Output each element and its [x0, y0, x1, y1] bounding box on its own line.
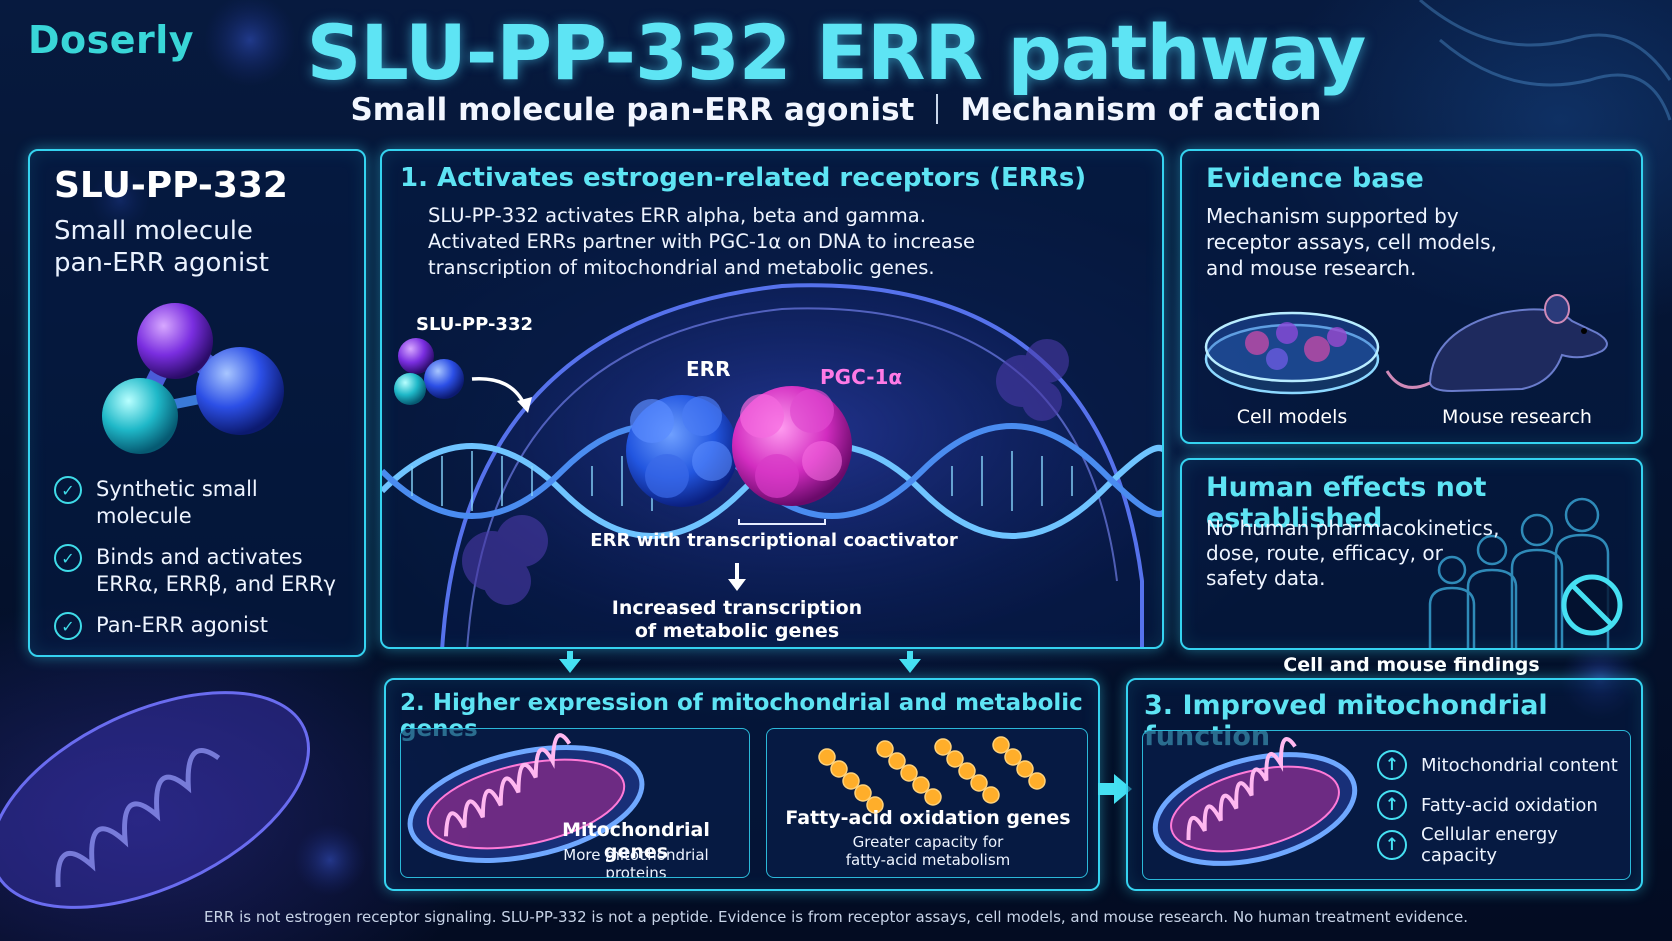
page-subtitle: Small molecule pan-ERR agonist Mechanism … — [0, 92, 1672, 128]
prohibited-icon — [1561, 574, 1623, 636]
feature-text: Pan-ERR agonist — [96, 613, 268, 637]
pgc1a-protein — [732, 386, 852, 506]
compound-desc-line1: Small molecule — [54, 216, 253, 246]
fatty-acid-chain-icon — [818, 736, 1046, 814]
footer-disclaimer: ERR is not estrogen receptor signaling. … — [204, 908, 1468, 926]
pgc1a-label: PGC-1α — [820, 365, 903, 389]
fa-sub-line1: Greater capacity for — [852, 833, 1004, 851]
feature-text: Synthetic small molecule — [96, 477, 258, 528]
complex-label: ERR with transcriptional coactivator — [590, 530, 958, 551]
evidence-illustrations — [1204, 294, 1608, 395]
evidence-panel: Evidence base Mechanism supported by rec… — [1180, 149, 1643, 444]
connector-arrow-stem — [567, 651, 573, 659]
mito-function-card: ↑ Mitochondrial content ↑ Fatty-acid oxida… — [1142, 730, 1631, 880]
feature-text: Binds and activates — [96, 545, 303, 569]
bg-mitochondrion — [0, 691, 310, 909]
step1-text-line3: transcription of mitochondrial and metab… — [428, 256, 935, 279]
compound-description: Small molecule pan-ERR agonist — [54, 215, 269, 279]
down-arrow-icon — [899, 659, 921, 673]
evidence-text-line1: Mechanism supported by — [1206, 204, 1459, 228]
err-protein — [626, 395, 738, 507]
mouse-icon — [1385, 294, 1608, 393]
human-effects-panel: Human effects not established No human p… — [1180, 458, 1643, 650]
arrow-up-icon: ↑ — [1377, 830, 1407, 860]
mito-genes-card: Mitochondrial genes More mitochondrial p… — [400, 728, 750, 878]
step1-heading: 1. Activates estrogen-related receptors … — [400, 163, 1087, 193]
binding-arrow — [471, 376, 527, 407]
evidence-text-line2: receptor assays, cell models, — [1206, 230, 1497, 254]
improvement-text: Mitochondrial content — [1421, 754, 1618, 776]
compound-name: SLU-PP-332 — [54, 165, 288, 206]
bg-dna-helix — [1419, 0, 1672, 121]
improvement-text: Fatty-acid oxidation — [1421, 794, 1598, 816]
subtitle-left: Small molecule pan-ERR agonist — [350, 92, 915, 128]
nucleus-illustration — [382, 283, 1162, 647]
mouse-research-label: Mouse research — [1442, 406, 1592, 428]
evidence-heading: Evidence base — [1206, 163, 1424, 194]
human-text-line3: safety data. — [1206, 566, 1326, 590]
step1-text-line1: SLU-PP-332 activates ERR alpha, beta and… — [428, 204, 926, 227]
human-text-line2: dose, route, efficacy, or — [1206, 541, 1443, 565]
check-icon: ✓ — [54, 612, 82, 640]
petri-dish-icon — [1204, 311, 1380, 395]
down-arrow-icon — [728, 579, 746, 591]
step1-result-line2: of metabolic genes — [634, 620, 840, 642]
feature-text-line2: ERRα, ERRβ, and ERRγ — [96, 572, 336, 596]
compound-desc-line2: pan-ERR agonist — [54, 248, 269, 278]
improvement-item: ↑ Fatty-acid oxidation — [1377, 785, 1630, 825]
mitochondrion-icon — [1152, 737, 1358, 866]
compound-features: ✓ Synthetic small molecule ✓ Binds and a… — [54, 476, 354, 640]
check-icon: ✓ — [54, 544, 82, 572]
cell-models-label: Cell models — [1236, 406, 1348, 428]
evidence-text-line3: and mouse research. — [1206, 256, 1417, 280]
evidence-text: Mechanism supported by receptor assays, … — [1206, 203, 1497, 281]
compound-panel: SLU-PP-332 Small molecule pan-ERR agonis… — [28, 149, 366, 657]
down-arrow-icon — [559, 659, 581, 673]
step3-panel: 3. Improved mitochondrial function ↑Mito… — [1126, 678, 1643, 891]
cell-mouse-findings-label: Cell and mouse findings — [1283, 654, 1540, 676]
step2-panel: 2. Higher expression of mitochondrial an… — [384, 678, 1100, 891]
fa-sub-line2: fatty-acid metabolism — [845, 851, 1011, 869]
human-text-line1: No human pharmacokinetics, — [1206, 516, 1500, 540]
molecule-label: SLU-PP-332 — [416, 314, 533, 335]
connector-arrow-stem — [907, 651, 913, 659]
arrow-up-icon: ↑ — [1377, 790, 1407, 820]
fa-genes-title: Fatty-acid oxidation genes — [785, 807, 1071, 829]
feature-item: ✓ Pan-ERR agonist — [54, 612, 354, 640]
small-molecule-icon — [394, 338, 464, 405]
improvement-text: Cellular energy capacity — [1421, 824, 1558, 866]
step1-result-line1: Increased transcription — [611, 597, 863, 619]
page-title: SLU-PP-332 ERR pathway — [306, 8, 1367, 97]
subtitle-right: Mechanism of action — [960, 92, 1322, 128]
step1-result: Increased transcription of metabolic gen… — [382, 597, 1092, 643]
arrow-up-icon: ↑ — [1377, 750, 1407, 780]
subtitle-separator — [936, 94, 939, 124]
people-silhouettes — [1428, 497, 1623, 648]
feature-item: ✓ Synthetic small molecule — [54, 476, 354, 530]
fa-genes-subtitle: Greater capacity for fatty-acid metaboli… — [767, 833, 1087, 869]
step1-panel: 1. Activates estrogen-related receptors … — [380, 149, 1164, 649]
human-effects-text: No human pharmacokinetics, dose, route, … — [1206, 516, 1499, 591]
mito-genes-subtitle: More mitochondrial proteins — [563, 846, 709, 878]
improvement-item: ↑ Cellular energy capacity — [1377, 824, 1630, 866]
mitochondrion-icon — [407, 733, 645, 863]
mito-genes-title: Mitochondrial genes — [562, 819, 710, 863]
brand-logo: Doserly — [28, 18, 195, 62]
improvement-item: ↑ Mitochondrial content — [1377, 745, 1630, 785]
check-icon: ✓ — [54, 476, 82, 504]
err-label: ERR — [686, 357, 731, 381]
fa-genes-card: Fatty-acid oxidation genes Greater capac… — [766, 728, 1088, 878]
improvement-list: ↑ Mitochondrial content ↑ Fatty-acid oxida… — [1377, 745, 1630, 866]
step1-text-line2: Activated ERRs partner with PGC-1α on DN… — [428, 230, 975, 253]
molecule-icon — [102, 303, 284, 454]
right-arrow-icon — [1098, 774, 1132, 804]
human-effects-heading: Human effects not established — [1206, 472, 1487, 534]
step1-description: SLU-PP-332 activates ERR alpha, beta and… — [428, 203, 975, 281]
